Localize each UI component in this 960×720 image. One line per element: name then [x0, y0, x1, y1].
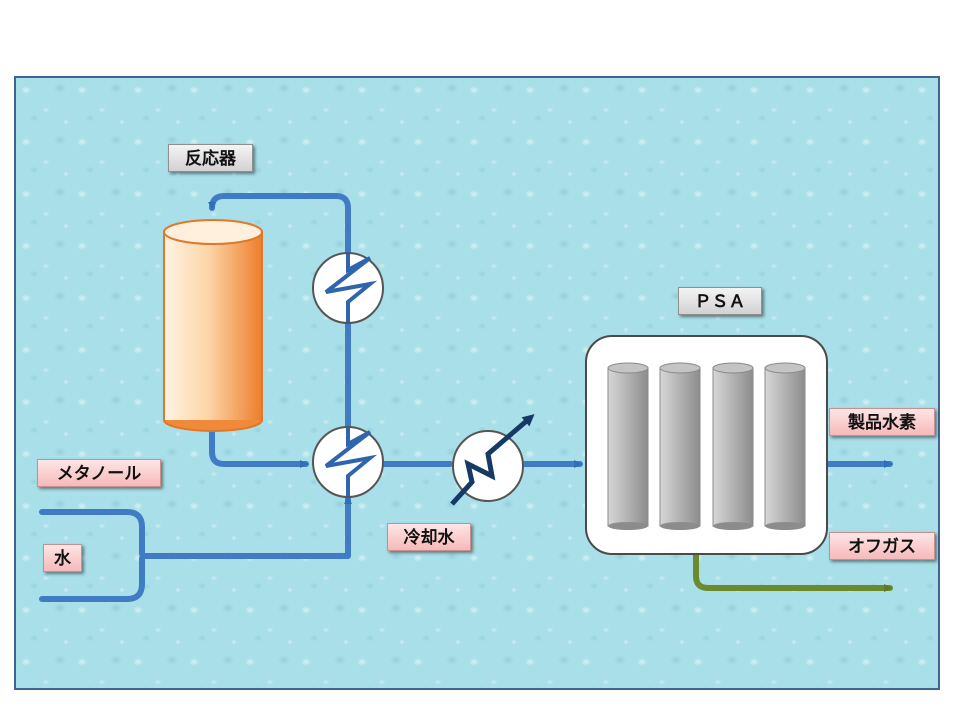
cooler: [450, 414, 535, 506]
water-label: 水: [43, 544, 82, 572]
reactor-label: 反応器: [168, 144, 253, 172]
psa-column: [659, 362, 701, 530]
psa-label: ＰＳＡ: [678, 287, 762, 315]
methanol-label: メタノール: [37, 459, 161, 487]
feed-pipe: [141, 495, 352, 559]
reactor-vessel: [163, 219, 263, 432]
cooling-water-label: 冷却水: [387, 523, 471, 551]
reactor-inlet-pipe: [208, 193, 351, 257]
water-pipe: [39, 555, 145, 602]
heat-exchanger-lower: [312, 426, 384, 498]
diagram-svg: [39, 193, 893, 602]
psa-column: [607, 362, 649, 530]
reactor-outlet-pipe: [209, 429, 309, 468]
psa-unit: [585, 335, 828, 555]
heat-exchanger-upper: [312, 252, 384, 324]
offgas-pipe: [693, 552, 893, 592]
process-diagram: [14, 76, 940, 690]
psa-column: [764, 362, 806, 530]
product-hydrogen-label: 製品水素: [829, 408, 935, 436]
offgas-label: オフガス: [829, 532, 935, 560]
psa-column: [712, 362, 754, 530]
methanol-pipe: [39, 509, 145, 557]
